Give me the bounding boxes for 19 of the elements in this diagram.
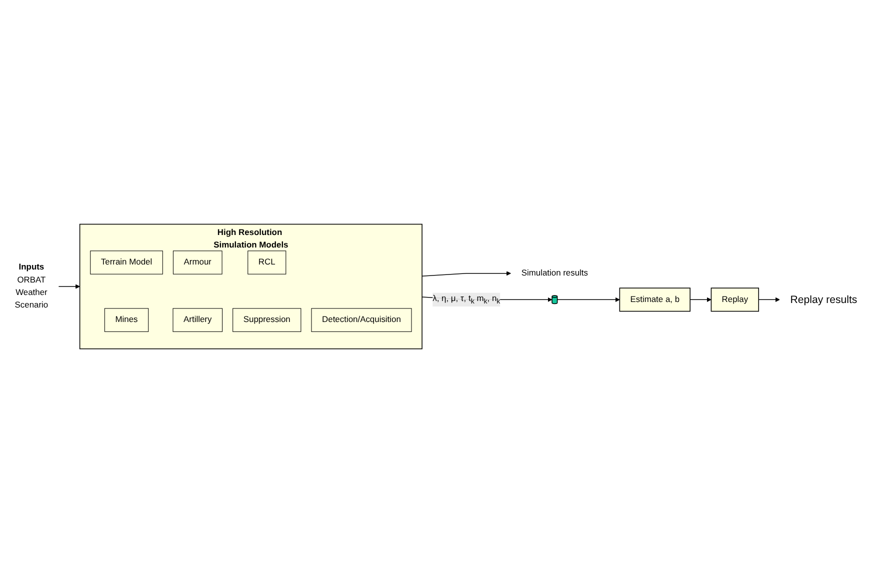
edge-label: λ, η, μ, τ, t$_{k}$ m$_{k}$, n$_{k}$ [432,294,500,305]
node-box: Artillery [172,308,223,332]
arrow [556,297,620,302]
node-box: Detection/Acquisition [311,308,412,332]
node-box: Armour [172,250,222,274]
arrow [58,284,80,289]
node-box: Mines [104,308,149,332]
node-text: Replay results [790,294,858,306]
arrow [690,297,712,302]
node-box: Terrain Model [90,250,163,274]
node-box: Suppression [232,308,302,332]
node-text: Inputs ORBAT Weather Scenario [14,262,48,310]
node-box: RCL [248,250,286,274]
node-box: Estimate a, b [619,288,690,312]
arrow [422,271,511,276]
arrow [758,297,780,302]
node-text: Simulation results [521,268,588,278]
node-cylinder [552,295,558,304]
node-box: Replay [710,288,760,312]
